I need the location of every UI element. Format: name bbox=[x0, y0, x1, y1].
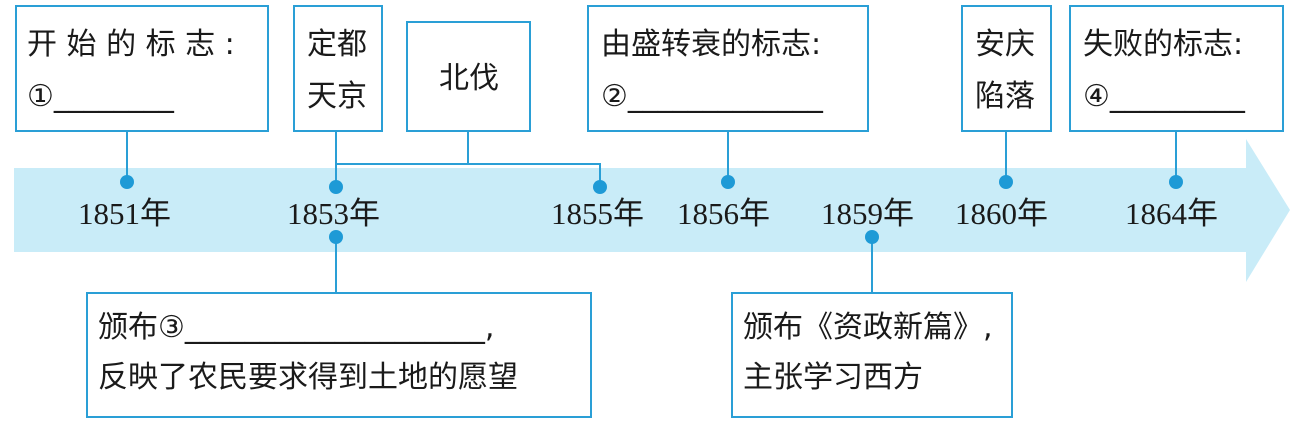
timeline-arrow-band bbox=[14, 139, 1290, 282]
connector-north bbox=[336, 163, 601, 187]
event-capital-line1: 定都 bbox=[307, 27, 367, 62]
dot-1853-top bbox=[329, 180, 343, 194]
dot-1851 bbox=[120, 175, 134, 189]
event-box-start: 开 始 的 标 志 : ①________ bbox=[15, 5, 269, 132]
event-land-law-line1: 颁布③____________________, bbox=[98, 310, 495, 345]
year-label-1856: 1856年 bbox=[677, 196, 770, 231]
dot-1855 bbox=[593, 180, 607, 194]
year-label-1860: 1860年 bbox=[955, 196, 1048, 231]
event-fail-blank: ④_________ bbox=[1083, 79, 1245, 114]
dot-1864 bbox=[1169, 175, 1183, 189]
event-box-north: 北伐 bbox=[406, 21, 531, 132]
event-box-anqing: 安庆 陷落 bbox=[961, 5, 1052, 132]
event-capital-line2: 天京 bbox=[307, 79, 367, 114]
event-reform-line1: 颁布《资政新篇》, bbox=[743, 310, 993, 345]
event-north-label: 北伐 bbox=[439, 61, 499, 96]
dot-1856 bbox=[721, 175, 735, 189]
dot-1860 bbox=[999, 175, 1013, 189]
event-box-fail: 失败的标志: ④_________ bbox=[1069, 5, 1284, 132]
year-label-1853: 1853年 bbox=[287, 196, 380, 231]
event-turn-blank: ②_____________ bbox=[601, 79, 823, 114]
event-anqing-line1: 安庆 bbox=[975, 27, 1035, 62]
event-box-reform: 颁布《资政新篇》, 主张学习西方 bbox=[731, 292, 1013, 418]
year-label-1855: 1855年 bbox=[551, 196, 644, 231]
dot-1853-bottom bbox=[329, 230, 343, 244]
connector-lines bbox=[126, 131, 1177, 293]
year-label-1864: 1864年 bbox=[1125, 196, 1218, 231]
event-fail-title: 失败的标志: bbox=[1083, 27, 1244, 62]
event-land-law-line2: 反映了农民要求得到土地的愿望 bbox=[98, 360, 518, 395]
event-box-capital: 定都 天京 bbox=[293, 5, 383, 132]
year-label-1859: 1859年 bbox=[821, 196, 914, 231]
year-label-1851: 1851年 bbox=[78, 196, 171, 231]
event-anqing-line2: 陷落 bbox=[975, 79, 1035, 114]
event-reform-line2: 主张学习西方 bbox=[743, 360, 923, 395]
timeline-dots bbox=[120, 175, 1183, 244]
event-turn-title: 由盛转衰的标志: bbox=[601, 27, 822, 62]
event-box-turn: 由盛转衰的标志: ②_____________ bbox=[587, 5, 869, 132]
event-start-title: 开 始 的 标 志 : bbox=[27, 27, 235, 62]
event-start-blank: ①________ bbox=[27, 79, 174, 114]
dot-1859 bbox=[865, 230, 879, 244]
event-box-land-law: 颁布③____________________, 反映了农民要求得到土地的愿望 bbox=[86, 292, 592, 418]
